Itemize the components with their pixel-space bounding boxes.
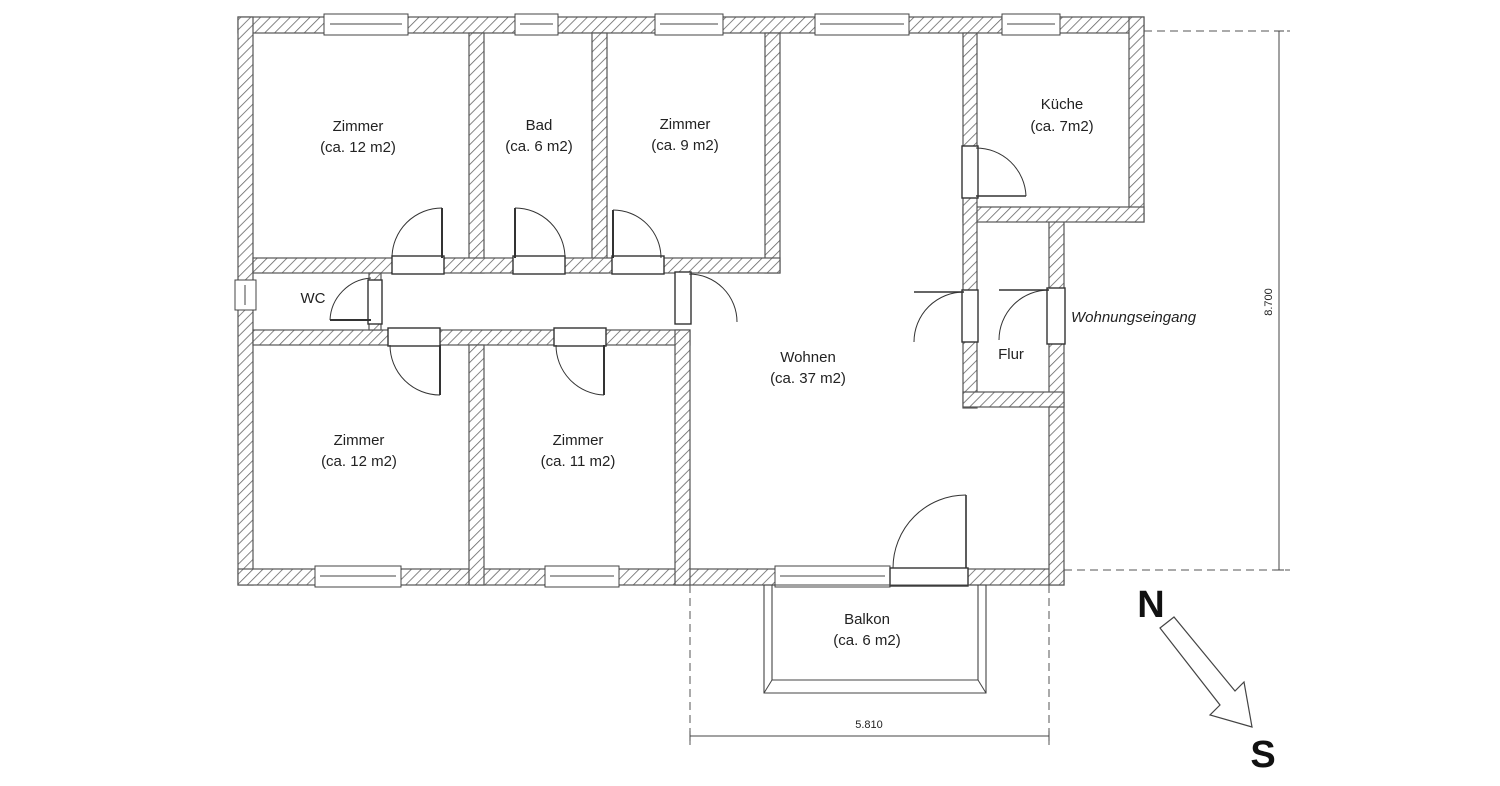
labels: Zimmer (ca. 12 m2) Bad (ca. 6 m2) Zimmer… — [301, 96, 1276, 776]
room-area-bad: (ca. 6 m2) — [505, 138, 573, 155]
room-area-zimmer-n: (ca. 9 m2) — [651, 137, 719, 154]
wall-zimmer-wohnen — [764, 32, 781, 274]
door-wc — [367, 279, 383, 325]
wall-bad-zimmer — [591, 32, 608, 274]
wall-kueche-right — [1128, 16, 1145, 223]
door-zimmer-s — [553, 327, 607, 347]
room-name-zimmer-sw: Zimmer — [334, 432, 385, 449]
door-entrance — [1046, 287, 1066, 345]
room-name-balkon: Balkon — [844, 611, 890, 628]
dimension-height: 8.700 — [1263, 288, 1275, 316]
door-flur — [961, 289, 979, 343]
room-area-zimmer-s: (ca. 11 m2) — [541, 453, 616, 470]
room-name-zimmer-nw: Zimmer — [333, 118, 384, 135]
room-area-kueche: (ca. 7m2) — [1030, 118, 1093, 135]
door-balkon — [889, 567, 969, 587]
walls — [237, 16, 1145, 586]
room-area-balkon: (ca. 6 m2) — [833, 632, 901, 649]
room-area-zimmer-sw: (ca. 12 m2) — [321, 453, 397, 470]
wall-corridor-bottom — [252, 329, 691, 346]
room-area-wohnen: (ca. 37 m2) — [770, 370, 846, 387]
windows — [234, 13, 1061, 588]
room-name-zimmer-s: Zimmer — [553, 432, 604, 449]
compass-arrow-icon — [1159, 616, 1253, 728]
room-name-wc: WC — [301, 290, 326, 307]
dimension-lines — [689, 30, 1290, 745]
wall-flur-bottom — [962, 391, 1065, 408]
door-kueche — [961, 145, 979, 199]
compass-south: S — [1250, 734, 1275, 776]
room-name-flur: Flur — [998, 346, 1024, 363]
door-bad — [512, 255, 566, 275]
wall-kueche-bottom — [962, 206, 1145, 223]
wall-wohnen-left — [674, 329, 691, 586]
room-name-bad: Bad — [526, 117, 553, 134]
door-zimmer-sw — [387, 327, 441, 347]
entrance-label: Wohnungseingang — [1071, 309, 1197, 326]
wall-kueche-flur-left — [962, 32, 978, 409]
wall-zimmer-zimmer — [468, 344, 485, 586]
dimension-width: 5.810 — [855, 719, 883, 731]
door-zimmer-nw — [391, 255, 445, 275]
door-wohnen — [674, 271, 692, 325]
doors — [329, 145, 1066, 587]
wall-zimmer-bad — [468, 32, 485, 274]
room-name-kueche: Küche — [1041, 96, 1084, 113]
door-zimmer-n — [611, 255, 665, 275]
room-area-zimmer-nw: (ca. 12 m2) — [320, 139, 396, 156]
compass-north: N — [1137, 584, 1164, 626]
room-name-wohnen: Wohnen — [780, 349, 836, 366]
room-name-zimmer-n: Zimmer — [660, 116, 711, 133]
balkon — [763, 584, 987, 694]
